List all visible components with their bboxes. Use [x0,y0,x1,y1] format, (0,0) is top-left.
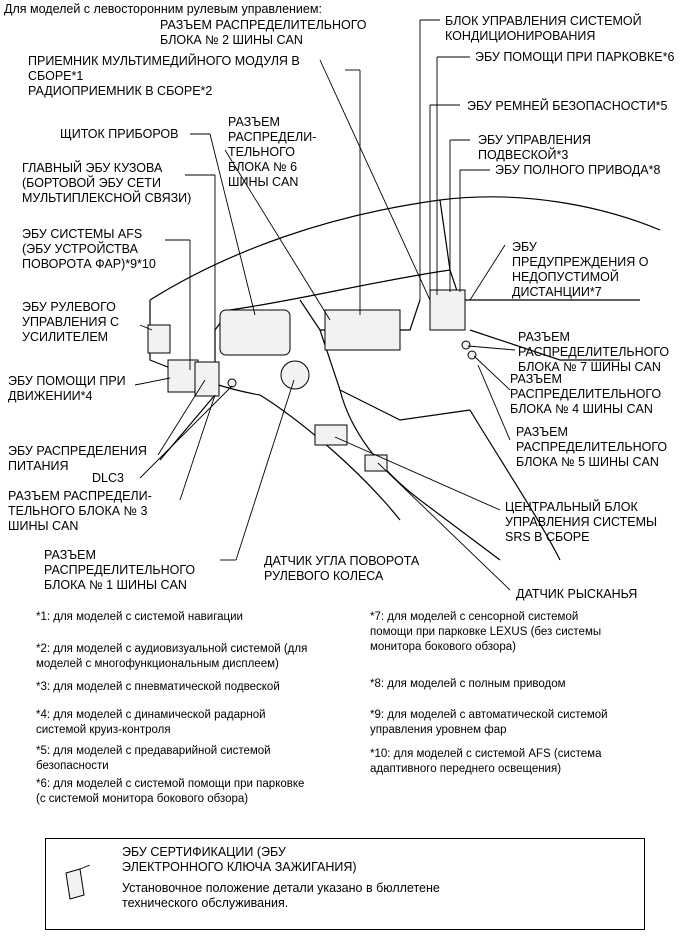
leader-lines [134,19,516,591]
label-can-bus-1: РАЗЪЕМ РАСПРЕДЕЛИТЕЛЬНОГО БЛОКА № 1 ШИНЫ… [44,548,196,592]
footnote-9: *9: для моделей с автоматической системо… [370,709,608,736]
footnote-1: *1: для моделей с системой навигации [36,611,243,623]
label-can-bus-5: РАЗЪЕМ РАСПРЕДЕЛИТЕЛЬНОГО БЛОКА № 5 ШИНЫ… [516,425,668,469]
label-power-steering: ЭБУ РУЛЕВОГО УПРАВЛЕНИЯ С УСИЛИТЕЛЕМ [22,300,120,344]
certification-title: ЭБУ СЕРТИФИКАЦИИ (ЭБУ ЭЛЕКТРОННОГО КЛЮЧА… [122,845,357,874]
can7-connector-shape [461,340,471,350]
footnote-8: *8: для моделей с полным приводом [370,678,566,690]
certification-ecu-icon [65,865,90,900]
certification-text: Установочное положение детали указано в … [122,881,440,910]
label-seat-belt: ЭБУ РЕМНЕЙ БЕЗОПАСНОСТИ*5 [467,99,668,113]
label-afs: ЭБУ СИСТЕМЫ AFS (ЭБУ УСТРОЙСТВА ПОВОРОТА… [22,227,156,271]
instrument-cluster-shape [219,309,291,356]
label-steering-angle: ДАТЧИК УГЛА ПОВОРОТА РУЛЕВОГО КОЛЕСА [264,554,420,583]
label-srs: ЦЕНТРАЛЬНЫЙ БЛОК УПРАВЛЕНИЯ СИСТЕМЫ SRS … [505,500,658,544]
components [147,289,477,472]
head-unit-shape [324,309,401,351]
label-distance-warning: ЭБУ ПРЕДУПРЕЖДЕНИЯ О НЕДОПУСТИМОЙ ДИСТАН… [512,240,649,299]
footnote-7: *7: для моделей с сенсорной системой пом… [370,611,602,653]
label-drive-assist: ЭБУ ПОМОЩИ ПРИ ДВИЖЕНИИ*4 [8,374,126,403]
label-multimedia: ПРИЕМНИК МУЛЬТИМЕДИЙНОГО МОДУЛЯ В СБОРЕ*… [28,54,300,98]
label-yaw-sensor: ДАТЧИК РЫСКАНЬЯ [516,587,638,601]
dashboard-diagram [134,19,661,591]
label-can-bus-2: РАЗЪЕМ РАСПРЕДЕЛИТЕЛЬНОГО БЛОКА № 2 ШИНЫ… [160,18,367,47]
footnote-6: *6: для моделей с системой помощи при па… [36,778,305,805]
right-ecu-cluster-shape [429,289,466,331]
label-body-ecu: ГЛАВНЫЙ ЭБУ КУЗОВА (БОРТОВОЙ ЭБУ СЕТИ МУ… [22,161,192,205]
footnote-3: *3: для моделей с пневматической подвеск… [36,681,280,693]
page-header: Для моделей с левосторонним рулевым упра… [4,2,322,16]
certification-note-box: ЭБУ СЕРТИФИКАЦИИ (ЭБУ ЭЛЕКТРОННОГО КЛЮЧА… [45,838,645,930]
label-can-bus-6: РАЗЪЕМ РАСПРЕДЕЛИ- ТЕЛЬНОГО БЛОКА № 6 ШИ… [228,115,317,189]
label-can-bus-7: РАЗЪЕМ РАСПРЕДЕЛИТЕЛЬНОГО БЛОКА № 7 ШИНЫ… [518,330,670,374]
label-instrument-cluster: ЩИТОК ПРИБОРОВ [60,127,179,141]
label-suspension: ЭБУ УПРАВЛЕНИЯ ПОДВЕСКОЙ*3 [478,133,591,162]
label-can-bus-4: РАЗЪЕМ РАСПРЕДЕЛИТЕЛЬНОГО БЛОКА № 4 ШИНЫ… [510,372,662,416]
power-steering-ecu-shape [147,324,171,354]
footnote-10: *10: для моделей с системой AFS (система… [370,748,602,775]
label-parking-assist: ЭБУ ПОМОЩИ ПРИ ПАРКОВКЕ*6 [475,50,675,64]
label-can-bus-3: РАЗЪЕМ РАСПРЕДЕЛИ- ТЕЛЬНОГО БЛОКА № 3 ШИ… [8,489,152,533]
footnote-2: *2: для моделей с аудиовизуальной систем… [36,643,308,670]
can4-connector-shape [467,350,477,360]
dlc3-shape [227,378,237,388]
label-awd: ЭБУ ПОЛНОГО ПРИВОДА*8 [495,163,661,177]
label-ac-control: БЛОК УПРАВЛЕНИЯ СИСТЕМОЙ КОНДИЦИОНИРОВАН… [445,14,642,43]
label-dlc3: DLC3 [92,471,124,485]
srs-unit-shape [314,424,348,446]
footnote-5: *5: для моделей с предаварийной системой… [36,745,271,772]
steering-wheel-shape [280,360,310,390]
drive-assist-ecu-shape [167,359,199,393]
label-power-distribution: ЭБУ РАСПРЕДЕЛЕНИЯ ПИТАНИЯ [8,444,147,473]
footnote-4: *4: для моделей с динамической радарной … [36,709,266,736]
